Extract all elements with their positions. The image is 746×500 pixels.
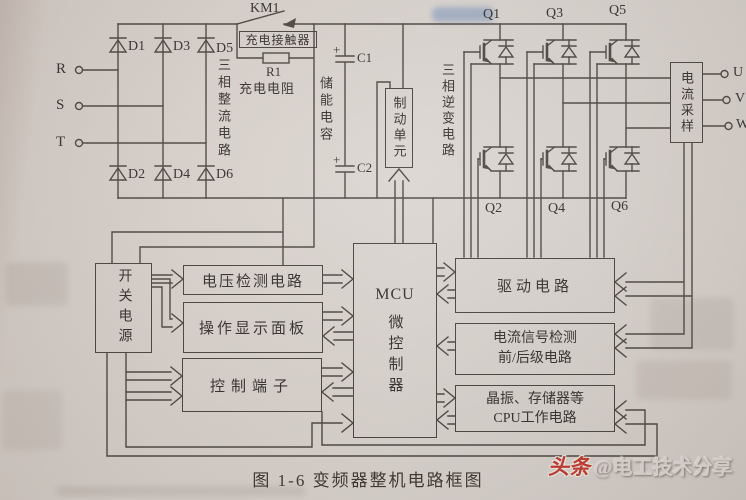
switch-power-supply-label: 开关电源 bbox=[116, 268, 132, 348]
gate-drive-line bbox=[589, 51, 605, 258]
watermark-handle: @电工技术分享 bbox=[594, 457, 733, 479]
drive-circuit-box: 驱动电路 bbox=[455, 258, 615, 313]
diode-d3-label: D3 bbox=[173, 39, 191, 54]
inverter-bridge bbox=[463, 23, 671, 258]
diode-d4-label: D4 bbox=[173, 167, 191, 182]
voltage-detect-box: 电压检测电路 bbox=[183, 265, 323, 295]
cap-c2-label: C2 bbox=[357, 160, 373, 175]
diode-triangle bbox=[560, 45, 578, 165]
cap-c2-plus: + bbox=[333, 152, 341, 167]
terminal-v-label: V bbox=[735, 91, 746, 106]
terminal-v-circle bbox=[722, 95, 731, 105]
diode-triangle bbox=[153, 166, 173, 181]
terminal-s-circle bbox=[74, 101, 84, 111]
diode-triangle bbox=[623, 45, 641, 165]
arrow-head bbox=[613, 272, 627, 358]
current-sampling-label: 电流采样 bbox=[679, 70, 694, 135]
braking-unit-wiring bbox=[376, 23, 404, 199]
watermark-brand: 头条 bbox=[548, 455, 590, 479]
wire bbox=[596, 39, 640, 172]
rectifier-bridge bbox=[108, 23, 216, 199]
contactor-km1-label: KM1 bbox=[250, 1, 280, 16]
igbt-gate bbox=[463, 45, 481, 166]
control-terminal-label: 控制端子 bbox=[209, 378, 294, 395]
voltage-detect-label: 电压检测电路 bbox=[201, 273, 304, 290]
terminal-s-label: S bbox=[56, 97, 65, 113]
cap-c1-label: C1 bbox=[357, 50, 373, 65]
gate-drive-line bbox=[463, 51, 479, 258]
terminal-r-label: R bbox=[56, 61, 67, 77]
cap-c1-plus: + bbox=[333, 42, 341, 57]
diode-triangle bbox=[108, 38, 128, 53]
input-terminal-wires bbox=[74, 65, 207, 148]
watermark: 头条 @电工技术分享 bbox=[548, 451, 733, 481]
control-terminal-box: 控制端子 bbox=[182, 358, 322, 412]
current-detect-circuit-box: 电流信号检测 前/后级电路 bbox=[455, 323, 615, 375]
diode-lead bbox=[561, 39, 577, 172]
terminal-t-label: T bbox=[56, 134, 66, 150]
mcu-box: MCU 微控制器 bbox=[353, 243, 437, 438]
diode-triangle bbox=[196, 38, 216, 53]
switch-power-supply-box: 开关电源 bbox=[95, 263, 152, 353]
mcu-subtitle: 微控制器 bbox=[386, 314, 403, 398]
dc-link-capacitors bbox=[335, 23, 355, 199]
diode-d6-label: D6 bbox=[216, 167, 234, 182]
cpu-work-line2: CPU工作电路 bbox=[493, 410, 577, 426]
wire bbox=[470, 39, 514, 172]
current-detect-line2: 前/后级电路 bbox=[498, 351, 572, 366]
contact-arrow bbox=[283, 18, 296, 28]
charging-contactor-label: 充电接触器 bbox=[245, 33, 311, 47]
diode-d1-label: D1 bbox=[128, 39, 146, 54]
charging-contactor-circuit bbox=[111, 10, 315, 266]
current-sampling-wiring bbox=[613, 69, 733, 358]
figure-caption: 图 1-6 变频器整机电路框图 bbox=[252, 471, 484, 490]
igbt-q3-label: Q3 bbox=[546, 6, 564, 21]
braking-unit-box: 制动单元 bbox=[385, 88, 413, 168]
terminal-r-circle bbox=[74, 65, 84, 75]
operation-panel-box: 操作显示面板 bbox=[183, 302, 323, 353]
igbt-q5-label: Q5 bbox=[609, 3, 627, 18]
current-detect-line1: 电流信号检测 bbox=[493, 331, 577, 346]
igbt-gate bbox=[589, 45, 607, 166]
rectifier-section-label: 三相整流电路 bbox=[216, 58, 231, 160]
diode-lead bbox=[624, 39, 640, 172]
terminal-u-circle bbox=[720, 69, 729, 79]
resistor-r1-label: R1 bbox=[266, 64, 282, 79]
igbt-gate bbox=[526, 45, 544, 166]
diode-triangle bbox=[196, 166, 216, 181]
current-sampling-box: 电流采样 bbox=[670, 62, 703, 143]
igbt-q2-label: Q2 bbox=[485, 201, 503, 216]
diode-triangle bbox=[153, 38, 173, 53]
terminal-u-label: U bbox=[733, 65, 744, 80]
terminal-t-circle bbox=[74, 138, 84, 148]
cpu-work-line1: 晶振、存储器等 bbox=[486, 391, 584, 407]
terminal-w-label: W bbox=[736, 117, 746, 132]
cpu-work-circuit-box: 晶振、存储器等 CPU工作电路 bbox=[455, 385, 615, 432]
charging-resistor-label: 充电电阻 bbox=[239, 81, 296, 96]
inverter-section-label: 三相逆变电路 bbox=[440, 63, 455, 159]
igbt-q6-label: Q6 bbox=[611, 199, 629, 214]
diode-d2-label: D2 bbox=[128, 167, 146, 182]
charging-contactor-box: 充电接触器 bbox=[239, 31, 317, 48]
operation-panel-label: 操作显示面板 bbox=[198, 321, 307, 337]
diode-triangle bbox=[497, 45, 515, 165]
diode-triangle bbox=[108, 166, 128, 181]
charging-resistor-symbol bbox=[262, 52, 290, 64]
wire bbox=[533, 39, 577, 172]
terminal-w-circle bbox=[724, 121, 733, 131]
mcu-title: MCU bbox=[375, 286, 415, 303]
igbt-q4-label: Q4 bbox=[548, 201, 566, 216]
dc-link-section-label: 储能电容 bbox=[318, 76, 333, 144]
diode-d5-label: D5 bbox=[216, 41, 234, 56]
drive-circuit-label: 驱动电路 bbox=[496, 279, 573, 295]
diode-lead bbox=[498, 39, 514, 172]
gate-drive-line bbox=[526, 51, 542, 258]
igbt-q1-label: Q1 bbox=[483, 7, 501, 22]
braking-unit-label: 制动单元 bbox=[391, 96, 407, 160]
